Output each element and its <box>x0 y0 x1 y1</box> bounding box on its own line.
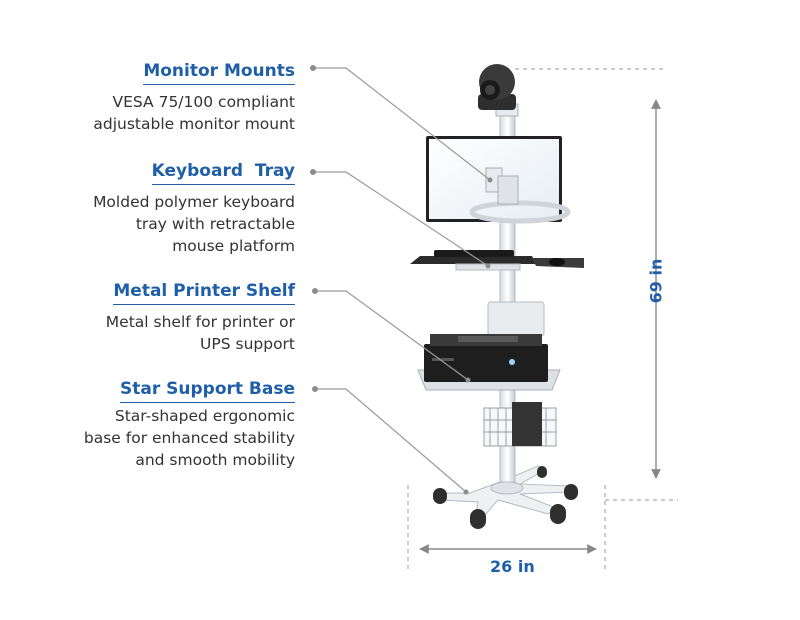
feature-description: Molded polymer keyboard tray with retrac… <box>93 191 295 257</box>
feature-description-line: adjustable monitor mount <box>93 115 295 133</box>
feature-star-support-base: Star Support Base Star-shaped ergonomic … <box>84 378 295 471</box>
camera <box>478 64 519 117</box>
height-dimension-label: 69 in <box>646 258 666 304</box>
feature-description: Star-shaped ergonomic base for enhanced … <box>84 405 295 471</box>
feature-title: Keyboard Tray <box>151 160 295 185</box>
width-dimension-label: 26 in <box>490 557 535 576</box>
feature-title: Monitor Mounts <box>143 60 295 85</box>
feature-description: VESA 75/100 compliant adjustable monitor… <box>93 91 295 135</box>
wire-basket <box>483 402 557 447</box>
feature-description-line: VESA 75/100 compliant <box>112 93 295 111</box>
feature-description-line: base for enhanced stability <box>83 429 295 447</box>
feature-title: Metal Printer Shelf <box>113 280 295 305</box>
printer-shelf <box>417 301 561 391</box>
feature-description-line: UPS support <box>200 335 295 353</box>
feature-description-line: tray with retractable <box>135 215 295 233</box>
dimension-guides <box>407 68 678 570</box>
feature-metal-printer-shelf: Metal Printer Shelf Metal shelf for prin… <box>106 280 295 355</box>
feature-description: Metal shelf for printer or UPS support <box>106 311 295 355</box>
feature-keyboard-tray: Keyboard Tray Molded polymer keyboard tr… <box>93 160 295 257</box>
feature-description-line: Metal shelf for printer or <box>105 313 295 331</box>
feature-title: Star Support Base <box>119 378 295 403</box>
feature-description-line: and smooth mobility <box>135 451 295 469</box>
feature-description-line: Molded polymer keyboard <box>93 193 295 211</box>
leader-dots <box>310 65 493 495</box>
casters <box>433 466 578 529</box>
monitor <box>426 136 571 224</box>
feature-description-line: mouse platform <box>172 237 295 255</box>
feature-monitor-mounts: Monitor Mounts VESA 75/100 compliant adj… <box>93 60 295 135</box>
keyboard-tray <box>410 250 584 271</box>
leader-lines <box>313 67 491 493</box>
feature-description-line: Star-shaped ergonomic <box>114 407 295 425</box>
